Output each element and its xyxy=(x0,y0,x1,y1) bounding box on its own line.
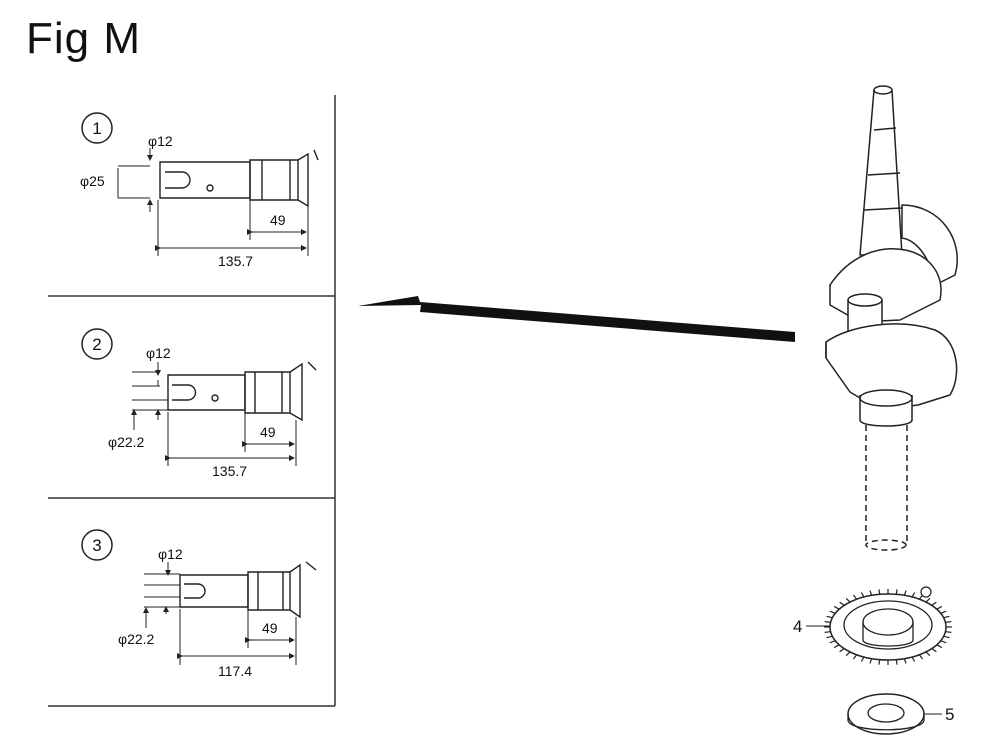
gear-tooth xyxy=(845,597,851,603)
gear-tooth xyxy=(852,594,858,600)
dia-small-label: φ12 xyxy=(148,133,173,149)
crankshaft-end-profile xyxy=(167,361,317,422)
gear-tooth xyxy=(829,610,836,614)
gear-tooth xyxy=(829,640,836,644)
dia-small-label: φ12 xyxy=(158,546,183,562)
gear-tooth xyxy=(878,589,881,595)
gear-tooth xyxy=(839,648,845,653)
crankshaft-icon xyxy=(825,85,958,551)
crankshaft-end-profile xyxy=(179,561,317,619)
gear-tooth xyxy=(925,597,931,603)
washer-callout-number: 5 xyxy=(945,705,954,724)
arrow-left-icon xyxy=(358,296,795,342)
dimension-lines xyxy=(131,362,297,466)
len-end-label: 49 xyxy=(262,620,278,636)
dia-large-label: φ22.2 xyxy=(108,434,145,450)
gear-tooth xyxy=(931,601,937,606)
gear-tooth xyxy=(931,648,937,653)
dia-large-label: φ22.2 xyxy=(118,631,155,647)
gear-icon xyxy=(824,586,952,665)
gear-tooth xyxy=(833,605,840,610)
len-total-label: 135.7 xyxy=(212,463,247,479)
gear-tooth xyxy=(826,615,833,619)
variant-number-badge xyxy=(81,328,113,360)
gear-tooth xyxy=(940,610,947,614)
gear-tooth xyxy=(945,631,952,634)
variant-panel-frame xyxy=(48,95,336,707)
figure-title: Fig M xyxy=(26,14,141,63)
gear-tooth xyxy=(839,601,845,606)
crankshaft-end-profile xyxy=(159,149,319,208)
variant-number: 1 xyxy=(92,119,101,138)
gear-tooth xyxy=(943,635,950,639)
dimension-lines xyxy=(143,562,297,665)
gear-tooth xyxy=(918,654,924,660)
len-total-label: 135.7 xyxy=(218,253,253,269)
variant-number-badge xyxy=(81,112,113,144)
len-end-label: 49 xyxy=(270,212,286,228)
variant-2: 2 φ12 φ22.2 49 13 xyxy=(81,328,317,479)
gear-tooth xyxy=(826,635,833,639)
gear-tooth xyxy=(895,659,898,665)
gear-tooth xyxy=(945,620,952,623)
len-end-label: 49 xyxy=(260,424,276,440)
gear-tooth xyxy=(824,631,831,634)
gear-tooth xyxy=(936,605,943,610)
gear-tooth xyxy=(895,589,898,595)
washer-callout: 5 xyxy=(924,705,954,724)
gear-tooth xyxy=(878,659,881,665)
variant-3: 3 φ12 φ22.2 49 117.4 xyxy=(81,529,317,679)
variant-1: 1 φ12 φ25 49 135.7 xyxy=(80,112,319,269)
gear-tooth xyxy=(852,654,858,660)
gear-tooth xyxy=(936,644,943,649)
gear-tooth xyxy=(925,651,931,657)
variant-number: 3 xyxy=(92,536,101,555)
dia-large-label: φ25 xyxy=(80,173,105,189)
washer-icon xyxy=(847,693,925,735)
dimension-lines xyxy=(117,148,309,256)
variant-number-badge xyxy=(81,529,113,561)
gear-callout: 4 xyxy=(793,617,830,636)
dia-small-label: φ12 xyxy=(146,345,171,361)
gear-tooth xyxy=(943,615,950,619)
gear-tooth xyxy=(833,644,840,649)
gear-callout-number: 4 xyxy=(793,617,802,636)
len-total-label: 117.4 xyxy=(218,663,252,679)
gear-tooth xyxy=(824,620,831,623)
gear-tooth xyxy=(845,651,851,657)
variant-number: 2 xyxy=(92,335,101,354)
gear-tooth xyxy=(940,640,947,644)
